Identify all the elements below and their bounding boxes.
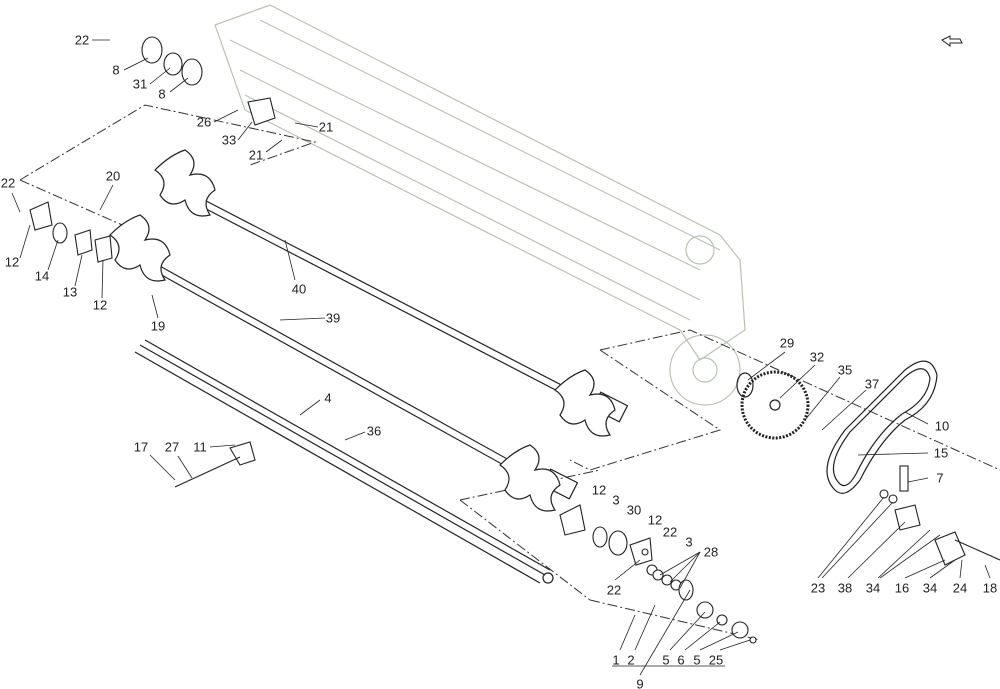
callout-label: 24 [952,580,968,596]
small-parts [29,36,1000,644]
callout-label: 36 [366,423,382,439]
callout-label: 19 [150,318,166,334]
callout-label: 31 [132,76,148,92]
sprocket [736,370,810,440]
callout-label: 21 [318,119,334,135]
callout-label: 22 [74,32,90,48]
callout-label: 1 [612,652,620,668]
callout-label: 7 [936,470,944,486]
rotor-frame [214,4,746,406]
callout-label: 30 [626,502,642,518]
callout-label: 10 [934,418,950,434]
callout-label: 3 [685,534,693,550]
callout-label: 22 [0,175,16,191]
leader-lines [11,39,991,676]
callout-label: 26 [196,114,212,130]
callout-label: 11 [193,439,207,455]
callout-label: 5 [693,652,701,668]
callout-label: 2 [627,652,635,668]
callout-label: 6 [677,652,685,668]
callout-label: 12 [92,297,108,313]
callout-label: 27 [164,439,180,455]
callout-label: 28 [703,544,719,560]
callout-label: 16 [894,580,910,596]
callout-label: 18 [982,580,998,596]
callout-label: 21 [248,147,264,163]
callout-label: 3 [612,492,620,508]
callout-label: 22 [606,582,622,598]
callout-label: 38 [837,580,853,596]
callout-label: 34 [922,580,938,596]
callout-label: 12 [4,254,20,270]
callout-label: 9 [636,676,644,689]
callout-label: 23 [810,580,826,596]
orientation-arrow-icon [940,34,964,48]
callout-label: 25 [708,652,724,668]
callout-label: 8 [158,86,166,102]
beater-bar [134,339,554,584]
callout-label: 32 [809,349,825,365]
callout-label: 29 [779,335,795,351]
callout-label: 35 [837,362,853,378]
spider-wheels [109,149,616,512]
callout-label: 12 [591,482,607,498]
callout-label: 17 [133,439,149,455]
callout-label: 5 [662,652,670,668]
callout-label: 20 [105,168,121,184]
callout-label: 40 [291,281,307,297]
callout-label: 13 [62,284,78,300]
callout-label: 34 [865,580,881,596]
callout-label: 39 [325,310,341,326]
callout-label: 37 [864,376,880,392]
callout-label: 14 [34,268,50,284]
callout-label: 15 [933,445,949,461]
callout-label: 33 [221,132,237,148]
shafts [139,189,629,500]
drive-belt [826,360,938,494]
callout-label: 8 [112,62,120,78]
callout-label: 12 [647,512,663,528]
callout-label: 22 [662,524,678,540]
callout-label: 4 [324,390,332,406]
